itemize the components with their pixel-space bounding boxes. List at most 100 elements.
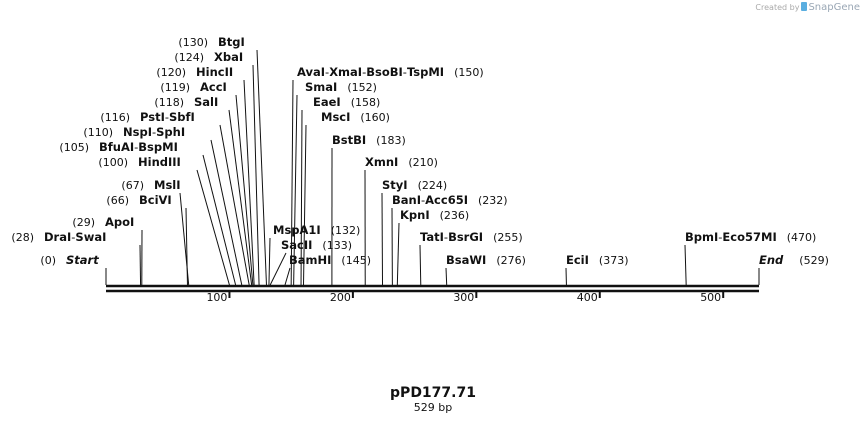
site-position: (133) bbox=[322, 239, 352, 252]
enzyme-name: SacII bbox=[281, 238, 312, 252]
site-position: (276) bbox=[496, 254, 526, 267]
enzyme-name: DraI bbox=[44, 230, 71, 244]
enzyme-name: Acc65I bbox=[425, 193, 468, 207]
site-position: (67) bbox=[121, 179, 144, 192]
enzyme-name: BamHI bbox=[289, 253, 331, 267]
enzyme-name: SbfI bbox=[169, 110, 195, 124]
enzyme-name: KpnI bbox=[400, 208, 430, 222]
site-position: (232) bbox=[478, 194, 508, 207]
enzyme-separator: - bbox=[718, 230, 722, 244]
enzyme-separator: - bbox=[152, 125, 156, 139]
leader-line bbox=[202, 154, 237, 286]
site-label: (132)MspA1I bbox=[273, 223, 360, 237]
site-label: (160)MscI bbox=[321, 110, 390, 124]
leader-line bbox=[303, 124, 307, 286]
enzyme-name: HindIII bbox=[138, 155, 181, 169]
site-position: (119) bbox=[160, 81, 190, 94]
site-position: (160) bbox=[360, 111, 390, 124]
leader-line bbox=[419, 244, 422, 286]
site-position: (470) bbox=[787, 231, 817, 244]
site-label: (152) SmaI bbox=[305, 80, 377, 94]
enzyme-name: SwaI bbox=[75, 230, 106, 244]
leader-line bbox=[235, 94, 254, 286]
site-label: (529)End bbox=[759, 253, 829, 267]
leader-line bbox=[210, 139, 243, 286]
site-label: (124)XbaI bbox=[174, 50, 243, 64]
axis-tick-label: 200 bbox=[330, 291, 351, 304]
site-label: (118) SalI bbox=[154, 95, 218, 109]
site-position: (118) bbox=[154, 96, 184, 109]
site-label: (470)BpmI - Eco57MI bbox=[685, 230, 816, 244]
site-position: (529) bbox=[799, 254, 829, 267]
enzyme-name: BciVI bbox=[139, 193, 172, 207]
site-label: (130)BtgI bbox=[178, 35, 244, 49]
snapgene-logo-icon bbox=[801, 2, 808, 11]
enzyme-separator: - bbox=[421, 193, 425, 207]
site-label: (0) Start bbox=[40, 253, 99, 267]
site-label: (150)AvaI - XmaI - BsoBI - TspMI bbox=[297, 65, 484, 79]
axis-tick-label: 500 bbox=[700, 291, 721, 304]
site-position: (224) bbox=[418, 179, 448, 192]
leader-line bbox=[196, 169, 230, 286]
enzyme-name: TatI bbox=[420, 230, 444, 244]
site-label: (120)HincII bbox=[156, 65, 233, 79]
enzyme-separator: - bbox=[325, 65, 329, 79]
enzyme-name: StyI bbox=[382, 178, 408, 192]
sequence-backbone bbox=[106, 284, 759, 293]
enzyme-separator: - bbox=[403, 65, 407, 79]
site-position: (0) bbox=[40, 254, 56, 267]
sequence-length: 529 bp bbox=[414, 401, 452, 414]
enzyme-name: BtgI bbox=[218, 35, 245, 49]
enzyme-name: ApoI bbox=[105, 215, 134, 229]
leader-line bbox=[290, 79, 294, 286]
site-label: (133) SacII bbox=[281, 238, 352, 252]
leader-line bbox=[252, 64, 260, 286]
leader-line bbox=[381, 192, 384, 286]
site-position: (110) bbox=[83, 126, 113, 139]
site-position: (28) bbox=[11, 231, 34, 244]
enzyme-name: EciI bbox=[566, 253, 589, 267]
enzyme-name: SmaI bbox=[305, 80, 337, 94]
sequence-name: pPD177.71 bbox=[390, 385, 476, 401]
site-label: (232)BanI - Acc65I bbox=[392, 193, 508, 207]
site-label: (255) TatI - BsrGI bbox=[420, 230, 523, 244]
leader-line bbox=[185, 207, 188, 286]
enzyme-name: SphI bbox=[156, 125, 185, 139]
sequence-terminus-label: Start bbox=[66, 253, 99, 267]
enzyme-name: AvaI bbox=[297, 65, 325, 79]
site-position: (145) bbox=[341, 254, 371, 267]
enzyme-name: XbaI bbox=[214, 50, 243, 64]
leader-line bbox=[269, 252, 287, 286]
enzyme-name: BsrGI bbox=[448, 230, 483, 244]
enzyme-name: SalI bbox=[194, 95, 218, 109]
axis-tick-label: 300 bbox=[453, 291, 474, 304]
site-label: (373)EciI bbox=[566, 253, 629, 267]
enzyme-name: MslI bbox=[154, 178, 181, 192]
site-position: (150) bbox=[454, 66, 484, 79]
leader-line bbox=[284, 267, 291, 286]
leader-line bbox=[684, 244, 687, 286]
enzyme-name: BfuAI bbox=[99, 140, 134, 154]
site-position: (105) bbox=[59, 141, 89, 154]
site-position: (210) bbox=[408, 156, 438, 169]
site-position: (152) bbox=[347, 81, 377, 94]
site-position: (183) bbox=[376, 134, 406, 147]
enzyme-name: BpmI bbox=[685, 230, 718, 244]
enzyme-separator: - bbox=[444, 230, 448, 244]
site-label: (183) BstBI bbox=[332, 133, 406, 147]
leader-line bbox=[445, 267, 448, 286]
enzyme-name: XmaI bbox=[329, 65, 362, 79]
site-label: (276)BsaWI bbox=[446, 253, 526, 267]
site-label: (145) BamHI bbox=[289, 253, 371, 267]
leader-line bbox=[256, 49, 267, 286]
enzyme-name: NspI bbox=[123, 125, 152, 139]
leader-line bbox=[139, 244, 142, 286]
site-position: (255) bbox=[493, 231, 523, 244]
enzyme-name: BstBI bbox=[332, 133, 366, 147]
site-label: (158)EaeI bbox=[313, 95, 380, 109]
site-label: (224) StyI bbox=[382, 178, 447, 192]
leader-line bbox=[396, 222, 400, 286]
leader-line bbox=[243, 79, 255, 286]
enzyme-name: PstI bbox=[140, 110, 165, 124]
